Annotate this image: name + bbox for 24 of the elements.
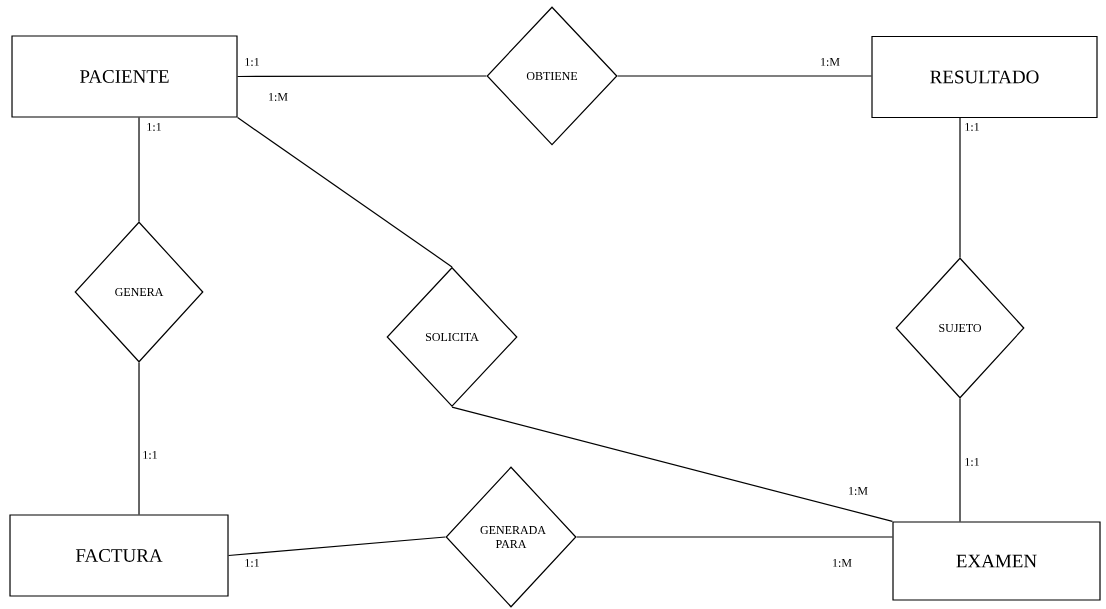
connector-line xyxy=(237,117,453,268)
entity-box: RESULTADO xyxy=(871,35,1098,119)
cardinality-label: 1:M xyxy=(269,92,288,102)
entity-box: EXAMEN xyxy=(892,521,1101,601)
cardinality-label: 1:1 xyxy=(147,122,161,132)
connector-line xyxy=(617,75,872,77)
connector-line xyxy=(959,117,961,258)
connector-line xyxy=(959,398,961,522)
connector-line xyxy=(228,536,446,557)
entity-box: FACTURA xyxy=(9,514,229,597)
entity-box: PACIENTE xyxy=(11,35,238,118)
connector-line xyxy=(138,117,140,222)
cardinality-label: 1:M xyxy=(821,57,840,67)
cardinality-label: 1:1 xyxy=(965,457,979,467)
cardinality-label: 1:1 xyxy=(965,122,979,132)
cardinality-label: 1:1 xyxy=(245,57,259,67)
connector-line xyxy=(576,536,893,538)
connector-line xyxy=(451,406,893,522)
connector-line xyxy=(237,75,487,78)
cardinality-label: 1:M xyxy=(833,558,852,568)
connector-line xyxy=(138,362,140,515)
cardinality-label: 1:1 xyxy=(143,450,157,460)
cardinality-label: 1:1 xyxy=(245,558,259,568)
cardinality-label: 1:M xyxy=(849,486,868,496)
